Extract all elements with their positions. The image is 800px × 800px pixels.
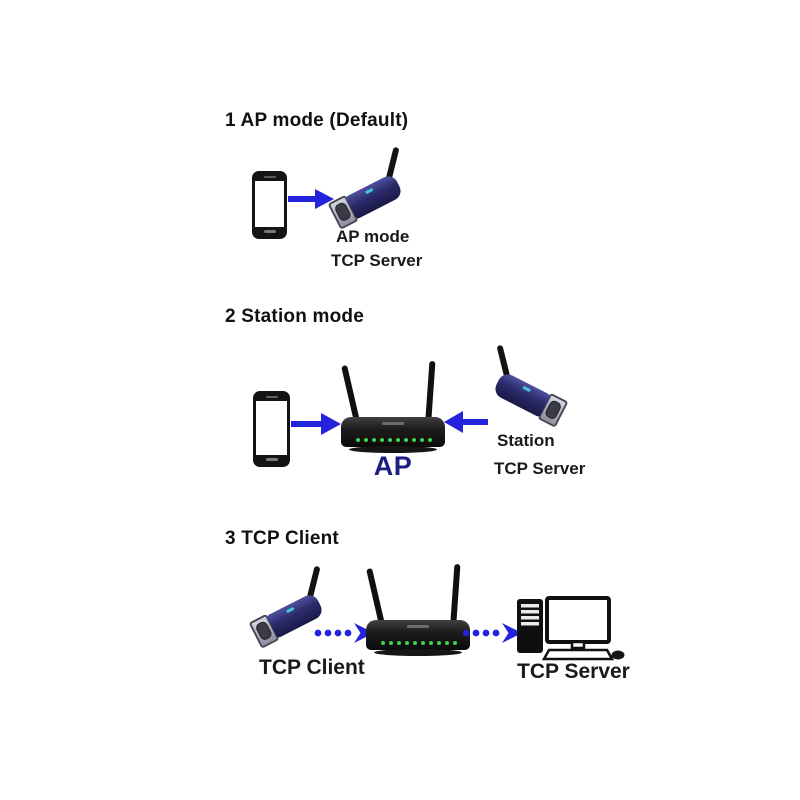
adapter-role-label: TCP Server xyxy=(494,459,586,478)
phone-screen xyxy=(256,401,287,455)
adapter-body xyxy=(345,172,404,219)
section2-heading: 2 Station mode xyxy=(225,306,364,327)
adapter-role-label: TCP Server xyxy=(331,251,423,270)
adapter-mode-label: Station xyxy=(497,431,555,450)
section3-heading: 3 TCP Client xyxy=(225,528,339,549)
smartphone-icon xyxy=(252,171,287,239)
wireless-router-icon xyxy=(366,563,470,658)
router-antenna-right xyxy=(450,563,461,629)
serial-wifi-adapter-icon xyxy=(492,342,569,434)
router-body xyxy=(341,417,445,447)
computer-role-label: TCP Server xyxy=(517,660,630,683)
adapter-body xyxy=(492,370,551,417)
phone-screen xyxy=(255,181,284,227)
desktop-computer-icon xyxy=(517,596,625,661)
router-body xyxy=(366,620,470,650)
router-antenna-right xyxy=(425,360,436,426)
dotted-arrow-right-icon xyxy=(314,623,374,643)
adapter-role-label: TCP Client xyxy=(259,656,365,679)
phone-speaker xyxy=(255,174,284,181)
router-brand-mark xyxy=(407,625,429,628)
router-brand-mark xyxy=(382,422,404,425)
router-ap-label: AP xyxy=(373,451,413,481)
serial-wifi-adapter-icon xyxy=(327,144,404,236)
adapter-mode-label: AP mode xyxy=(336,227,410,246)
phone-home-button xyxy=(256,455,287,464)
router-leds xyxy=(356,438,432,442)
arrow-left-icon xyxy=(444,411,488,433)
arrow-right-icon xyxy=(291,413,341,435)
router-base xyxy=(374,649,462,656)
arrow-right-icon xyxy=(288,189,334,209)
phone-home-button xyxy=(255,227,284,236)
section1-heading: 1 AP mode (Default) xyxy=(225,110,409,131)
dotted-arrow-right-icon xyxy=(462,623,522,643)
phone-speaker xyxy=(256,394,287,401)
router-base xyxy=(349,446,437,453)
wireless-router-icon xyxy=(341,360,445,455)
smartphone-icon xyxy=(253,391,290,467)
router-leds xyxy=(381,641,457,645)
